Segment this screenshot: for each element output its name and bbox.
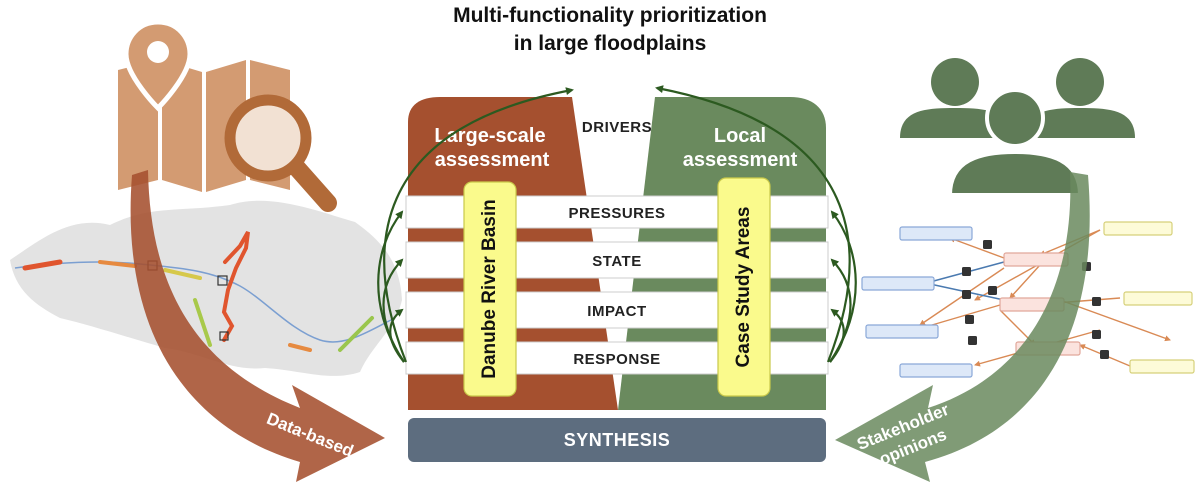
people-group-icon bbox=[900, 58, 1135, 197]
title-line-1: Multi-functionality prioritization bbox=[453, 4, 767, 27]
large-scale-heading-line-1: Large-scale bbox=[434, 125, 545, 147]
case-study-areas-box bbox=[717, 177, 771, 397]
state-label: STATE bbox=[592, 253, 641, 270]
case-study-areas-label: Case Study Areas bbox=[733, 207, 754, 368]
title-line-2: in large floodplains bbox=[514, 32, 707, 55]
synthesis-bar bbox=[408, 418, 826, 462]
magnifier-icon bbox=[224, 94, 337, 212]
local-heading-line-2: assessment bbox=[683, 149, 798, 171]
pressures-label: PRESSURES bbox=[568, 205, 665, 222]
danube-river-basin-label: Danube River Basin bbox=[479, 199, 500, 379]
framework-panel: DRIVERS PRESSURES STATE IMPACT RESPONSE … bbox=[405, 97, 829, 462]
map-pin-icon bbox=[123, 19, 193, 112]
drivers-label: DRIVERS bbox=[582, 119, 652, 136]
feedback-arrows bbox=[377, 85, 857, 363]
synthesis-label: SYNTHESIS bbox=[564, 430, 671, 450]
data-based-arrow: Data-based bbox=[130, 170, 385, 482]
large-scale-heading-line-2: assessment bbox=[435, 149, 550, 171]
impact-label: IMPACT bbox=[587, 303, 646, 320]
response-label: RESPONSE bbox=[573, 351, 660, 368]
local-heading-line-1: Local bbox=[714, 125, 766, 147]
basin-map bbox=[10, 200, 402, 376]
map-icon-group bbox=[118, 19, 337, 212]
danube-river-basin-box bbox=[463, 181, 517, 397]
